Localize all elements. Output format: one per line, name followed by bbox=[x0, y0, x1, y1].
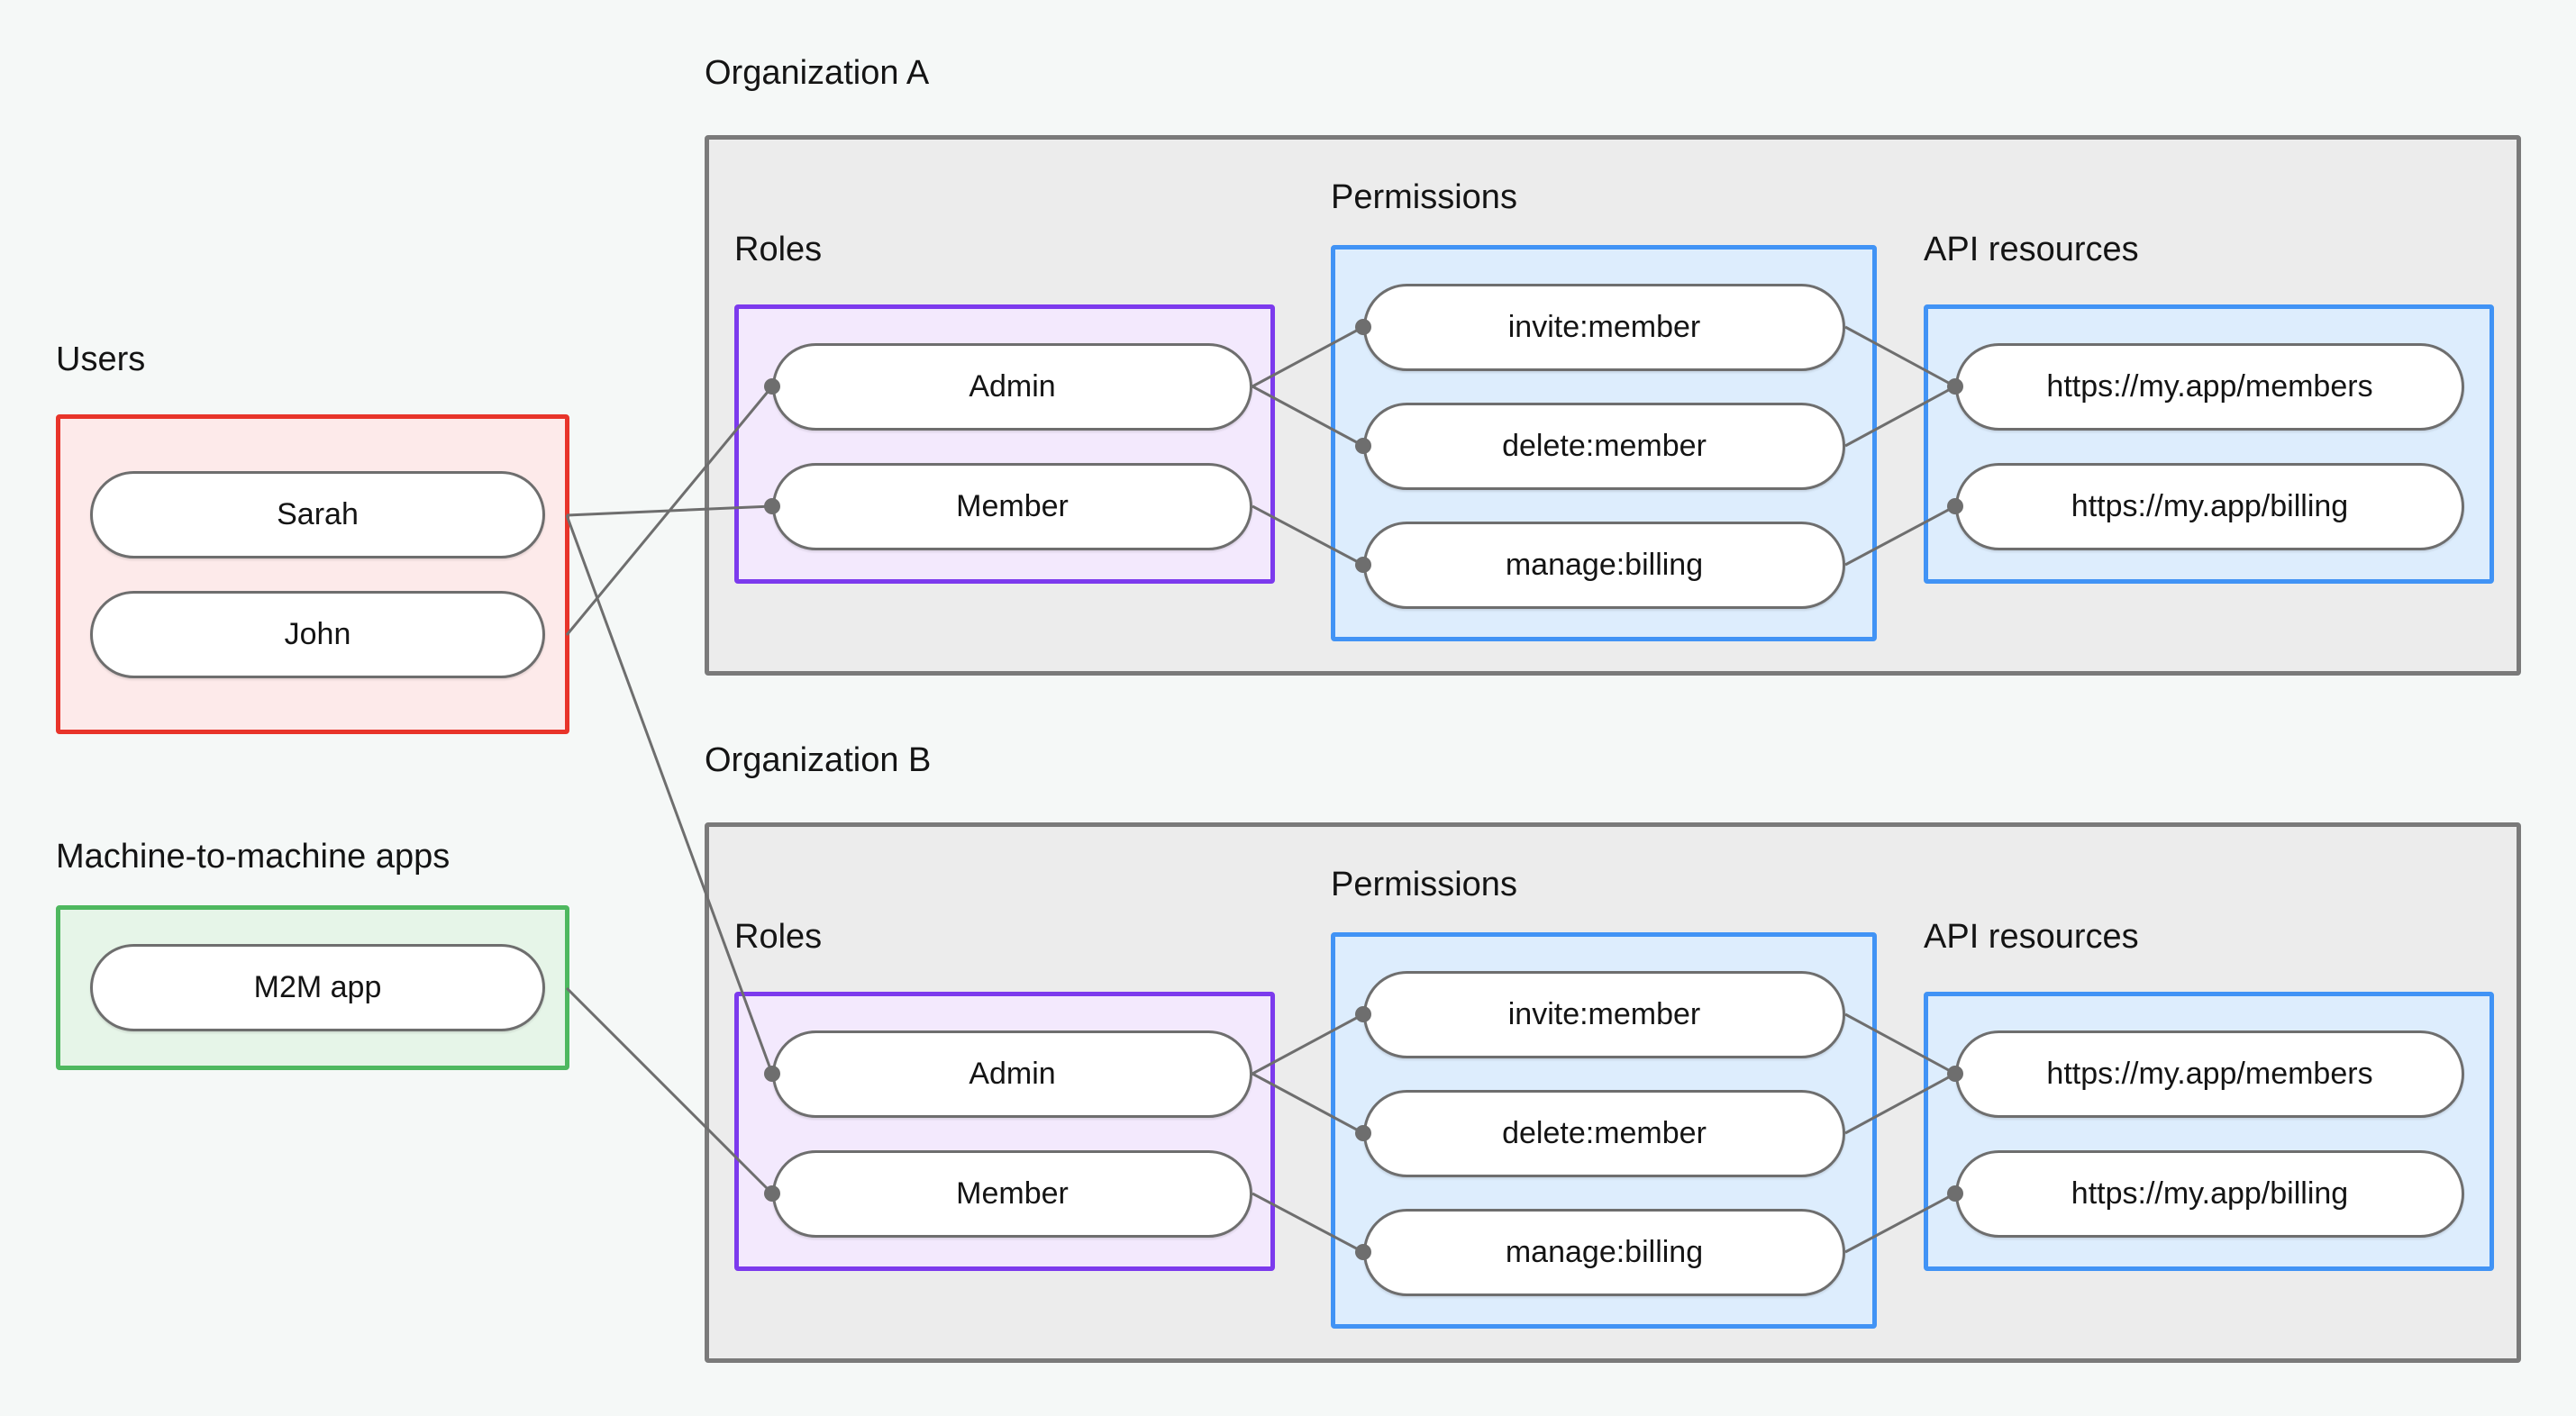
anchor-dot-orgB-api-members-left bbox=[1947, 1066, 1963, 1082]
anchor-dot-orgB-api-billing-left bbox=[1947, 1185, 1963, 1202]
org-a-permission-pill-invite-member[interactable]: invite:member bbox=[1363, 284, 1845, 371]
anchor-dot-orgB-billing-left bbox=[1355, 1244, 1371, 1260]
users-group-label: Users bbox=[56, 340, 146, 378]
anchor-dot-orgA-api-members-left bbox=[1947, 378, 1963, 395]
anchor-dot-orgA-member-left bbox=[764, 498, 780, 514]
org-b-role-pill-member[interactable]: Member bbox=[772, 1150, 1252, 1238]
org-a-role-pill-member[interactable]: Member bbox=[772, 463, 1252, 550]
org-a-api-resources-label: API resources bbox=[1924, 231, 2139, 268]
org-b-role-pill-admin[interactable]: Admin bbox=[772, 1030, 1252, 1118]
org-a-label: Organization A bbox=[705, 54, 930, 92]
anchor-dot-orgA-invite-left bbox=[1355, 319, 1371, 335]
org-b-api-pill-billing[interactable]: https://my.app/billing bbox=[1955, 1150, 2464, 1238]
org-b-permission-pill-manage-billing[interactable]: manage:billing bbox=[1363, 1209, 1845, 1296]
org-a-roles-label: Roles bbox=[734, 231, 823, 268]
org-a-api-pill-members[interactable]: https://my.app/members bbox=[1955, 343, 2464, 431]
anchor-dot-orgA-admin-left bbox=[764, 378, 780, 395]
anchor-dot-orgB-admin-left bbox=[764, 1066, 780, 1082]
anchor-dot-orgB-member-left bbox=[764, 1185, 780, 1202]
anchor-dot-orgA-delete-left bbox=[1355, 438, 1371, 454]
org-a-permission-pill-manage-billing[interactable]: manage:billing bbox=[1363, 522, 1845, 609]
org-a-permission-pill-delete-member[interactable]: delete:member bbox=[1363, 403, 1845, 490]
org-b-api-resources-label: API resources bbox=[1924, 918, 2139, 956]
org-b-roles-label: Roles bbox=[734, 918, 823, 956]
org-a-role-pill-admin[interactable]: Admin bbox=[772, 343, 1252, 431]
org-a-api-pill-billing[interactable]: https://my.app/billing bbox=[1955, 463, 2464, 550]
user-pill-sarah[interactable]: Sarah bbox=[90, 471, 545, 558]
org-b-label: Organization B bbox=[705, 741, 932, 779]
anchor-dot-orgB-delete-left bbox=[1355, 1125, 1371, 1141]
org-a-permissions-label: Permissions bbox=[1331, 178, 1517, 216]
org-b-permission-pill-delete-member[interactable]: delete:member bbox=[1363, 1090, 1845, 1177]
anchor-dot-orgA-api-billing-left bbox=[1947, 498, 1963, 514]
org-b-permission-pill-invite-member[interactable]: invite:member bbox=[1363, 971, 1845, 1058]
anchor-dot-orgB-invite-left bbox=[1355, 1006, 1371, 1022]
org-b-api-pill-members[interactable]: https://my.app/members bbox=[1955, 1030, 2464, 1118]
anchor-dot-orgA-billing-left bbox=[1355, 557, 1371, 573]
users-group-box bbox=[56, 414, 569, 734]
user-pill-john[interactable]: John bbox=[90, 591, 545, 678]
m2m-group-label: Machine-to-machine apps bbox=[56, 838, 451, 876]
m2m-pill-app[interactable]: M2M app bbox=[90, 944, 545, 1031]
org-b-permissions-label: Permissions bbox=[1331, 866, 1517, 903]
